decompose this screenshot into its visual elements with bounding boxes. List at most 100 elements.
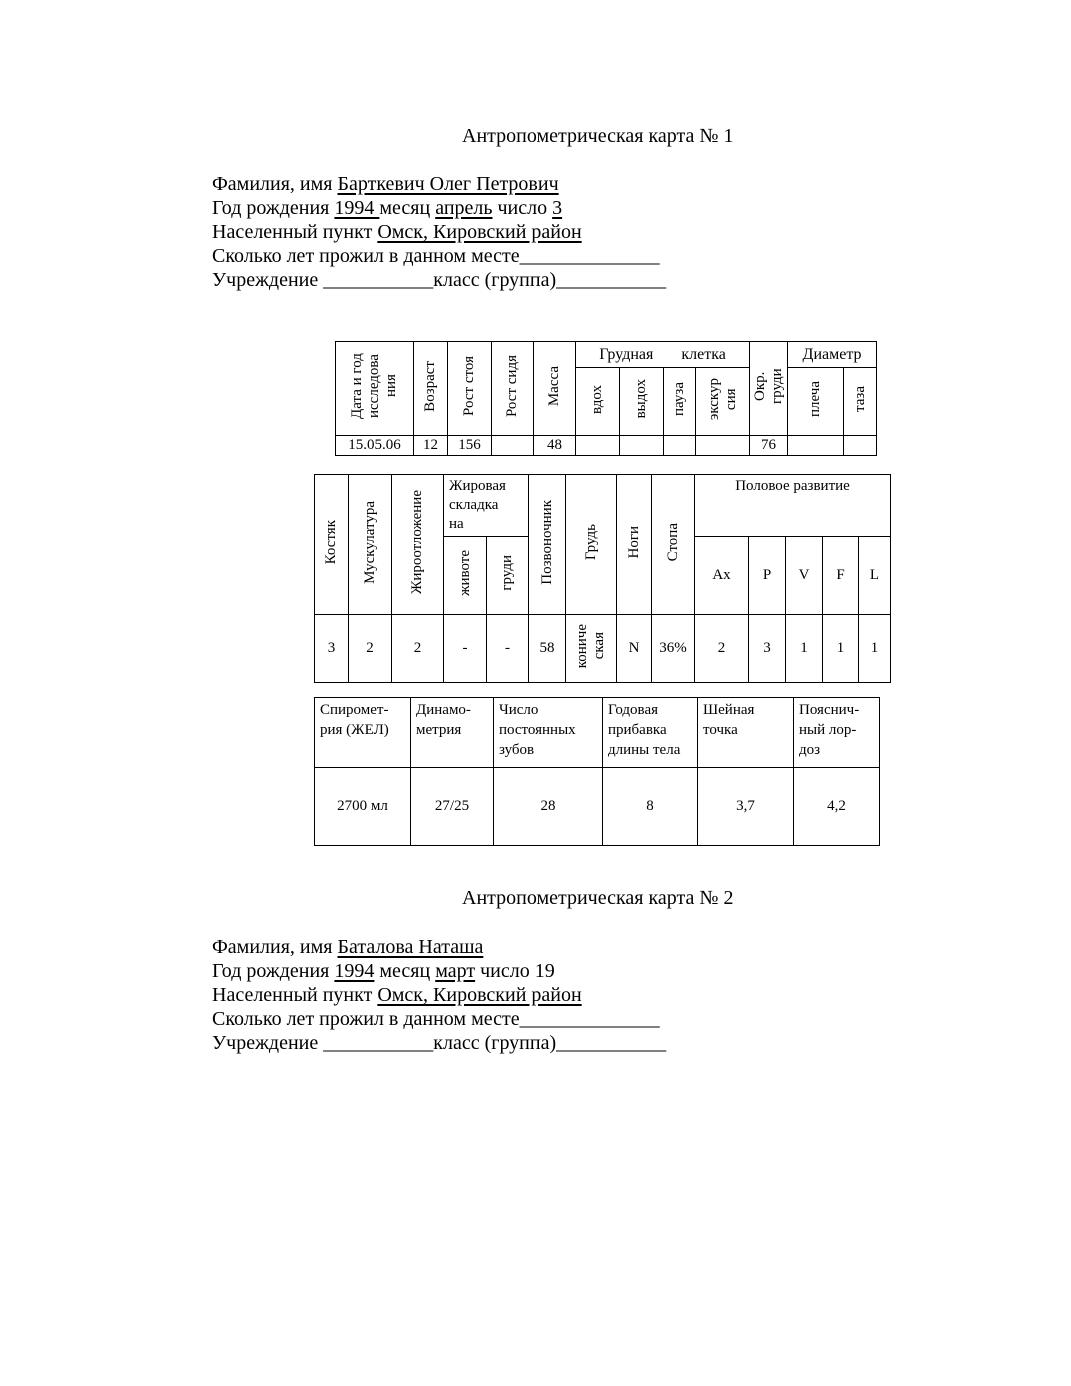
header-mass: Масса bbox=[533, 341, 576, 436]
surname-label: Фамилия, имя bbox=[212, 936, 333, 958]
header-inhale: вдох bbox=[575, 367, 620, 436]
day-label: число bbox=[497, 197, 548, 219]
cell-foot: 36% bbox=[651, 614, 696, 683]
card-1-personal-info: Фамилия, имя Барткевич Олег Петрович Год… bbox=[212, 172, 666, 292]
header-fat: Жироотложение bbox=[391, 474, 444, 615]
header-v: V bbox=[785, 536, 824, 615]
month-label: месяц bbox=[379, 197, 431, 219]
header-p: P bbox=[748, 536, 787, 615]
cell-legs: N bbox=[616, 614, 653, 683]
header-shoulders: плеча bbox=[787, 367, 845, 436]
card-1-title: Антропометрическая карта № 1 bbox=[462, 125, 734, 147]
birth-line: Год рождения 1994 месяц март число 19 bbox=[212, 959, 666, 983]
card-2-title: Антропометрическая карта № 2 bbox=[462, 887, 734, 909]
cell-pelvis bbox=[843, 435, 878, 456]
header-belly: животе bbox=[443, 536, 487, 615]
development-table: Костяк Мускулатура Жироотложение Жировая… bbox=[314, 474, 892, 683]
day-label: число 19 bbox=[480, 960, 555, 982]
cell-annual-growth: 8 bbox=[602, 767, 698, 846]
cell-shoulders bbox=[787, 435, 845, 456]
header-pelvis: таза bbox=[843, 367, 878, 436]
years-line: Сколько лет прожил в данном месте_______… bbox=[212, 245, 660, 267]
header-chest-circumference: Окр.груди bbox=[749, 341, 789, 436]
cell-cervical-point: 3,7 bbox=[697, 767, 794, 846]
cell-height-sitting bbox=[491, 435, 534, 456]
table-row: 2700 мл 27/25 28 8 3,7 4,2 bbox=[314, 767, 880, 846]
header-bone: Костяк bbox=[314, 474, 349, 615]
cell-permanent-teeth: 28 bbox=[493, 767, 603, 846]
locality-label: Населенный пункт bbox=[212, 984, 373, 1006]
header-foot: Стопа bbox=[651, 474, 696, 615]
header-lumbar-lordosis: Пояснич-ный лор-доз bbox=[793, 697, 880, 768]
cell-p: 3 bbox=[748, 614, 787, 683]
cell-age: 12 bbox=[413, 435, 448, 456]
month-label: месяц bbox=[379, 960, 431, 982]
cell-exhale bbox=[619, 435, 664, 456]
surname-line: Фамилия, имя Баталова Наташа bbox=[212, 935, 666, 959]
header-muscles: Мускулатура bbox=[348, 474, 392, 615]
locality-value: Омск, Кировский район bbox=[377, 984, 582, 1006]
month-value: апрель bbox=[435, 197, 493, 219]
header-spine: Позвоночник bbox=[528, 474, 567, 615]
cell-fat: 2 bbox=[391, 614, 444, 683]
cell-height-standing: 156 bbox=[447, 435, 492, 456]
birth-year: 1994 bbox=[334, 197, 380, 219]
month-value: март bbox=[435, 960, 476, 982]
cell-dynamometry: 27/25 bbox=[410, 767, 494, 846]
header-legs: Ноги bbox=[616, 474, 653, 615]
header-chest-group: Грудная клетка bbox=[574, 341, 751, 368]
surname-label: Фамилия, имя bbox=[212, 173, 333, 195]
header-ax: Ax bbox=[694, 536, 750, 615]
header-height-sitting: Рост сидя bbox=[491, 341, 534, 436]
locality-line: Населенный пункт Омск, Кировский район bbox=[212, 220, 666, 244]
cell-mass: 48 bbox=[533, 435, 576, 456]
surname-value: Баталова Наташа bbox=[337, 936, 484, 958]
header-dynamometry: Динамо-метрия bbox=[410, 697, 494, 768]
cell-chest-fold: - bbox=[485, 614, 530, 683]
header-chest-fold: груди bbox=[485, 536, 530, 615]
birth-label: Год рождения bbox=[212, 960, 330, 982]
institution-line: Учреждение ___________класс (группа)____… bbox=[212, 1032, 667, 1054]
locality-line: Населенный пункт Омск, Кировский район bbox=[212, 983, 666, 1007]
header-age: Возраст bbox=[413, 341, 448, 436]
cell-ax: 2 bbox=[694, 614, 750, 683]
day-value: 3 bbox=[552, 197, 563, 219]
header-exhale: выдох bbox=[619, 367, 664, 436]
cell-lumbar-lordosis: 4,2 bbox=[793, 767, 880, 846]
card-2-personal-info: Фамилия, имя Баталова Наташа Год рождени… bbox=[212, 935, 666, 1055]
cell-muscles: 2 bbox=[348, 614, 392, 683]
header-sexual-development-group: Половое развитие bbox=[694, 474, 892, 537]
cell-inhale bbox=[575, 435, 620, 456]
institution-line: Учреждение ___________класс (группа)____… bbox=[212, 269, 667, 291]
birth-line: Год рождения 1994 месяц апрель число 3 bbox=[212, 196, 666, 220]
surname-line: Фамилия, имя Барткевич Олег Петрович bbox=[212, 172, 666, 196]
locality-label: Населенный пункт bbox=[212, 221, 373, 243]
cell-spirometry: 2700 мл bbox=[314, 767, 411, 846]
cell-date: 15.05.06 bbox=[335, 435, 414, 456]
years-line: Сколько лет прожил в данном месте_______… bbox=[212, 1008, 660, 1030]
cell-excursion bbox=[694, 435, 751, 456]
header-height-standing: Рост стоя bbox=[447, 341, 492, 436]
cell-pause bbox=[663, 435, 696, 456]
cell-f: 1 bbox=[822, 614, 860, 683]
birth-label: Год рождения bbox=[212, 197, 330, 219]
header-diameter-group: Диаметр bbox=[787, 341, 878, 368]
header-pause: пауза bbox=[663, 367, 696, 436]
birth-year: 1994 bbox=[334, 960, 375, 982]
header-l: L bbox=[858, 536, 892, 615]
header-chest: Грудь bbox=[565, 474, 618, 615]
header-spirometry: Спиромет-рия (ЖЕЛ) bbox=[314, 697, 411, 768]
surname-value: Барткевич Олег Петрович bbox=[337, 173, 559, 195]
table-row: 15.05.06 12 156 48 76 bbox=[335, 435, 878, 456]
cell-chest-circumference: 76 bbox=[749, 435, 789, 456]
cell-v: 1 bbox=[785, 614, 824, 683]
